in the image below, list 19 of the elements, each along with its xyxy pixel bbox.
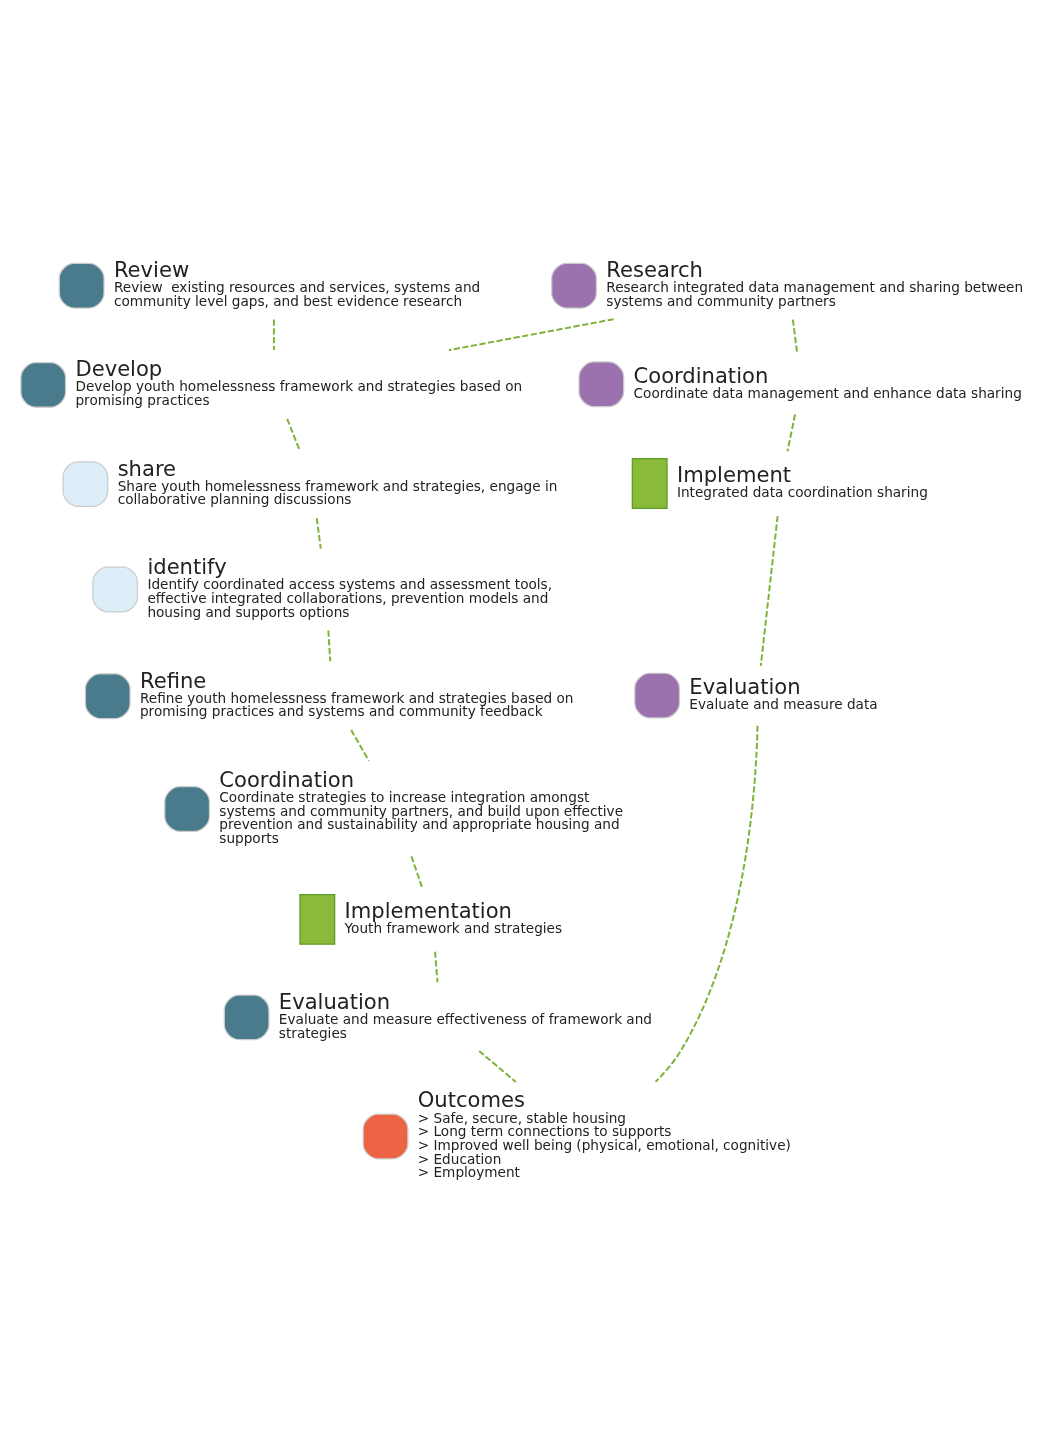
node-label: > Improved well being (physical, emotional, cognitive) — [417, 1136, 791, 1153]
connector — [272, 318, 275, 351]
connector — [315, 516, 322, 549]
node-label: Implementation — [344, 897, 512, 923]
connector — [447, 317, 615, 351]
node-label: Implement — [676, 461, 792, 487]
node-label: Outcomes — [417, 1086, 525, 1112]
node-label: identify — [147, 553, 227, 579]
connector — [327, 629, 332, 662]
node-label: Develop — [75, 355, 163, 381]
connector — [410, 854, 423, 888]
connector — [786, 413, 797, 452]
connector — [286, 417, 301, 450]
connector — [478, 1049, 517, 1083]
connector — [791, 318, 799, 355]
connector — [434, 950, 439, 983]
connector — [350, 728, 370, 762]
connector — [759, 514, 779, 667]
connector — [654, 724, 759, 1083]
